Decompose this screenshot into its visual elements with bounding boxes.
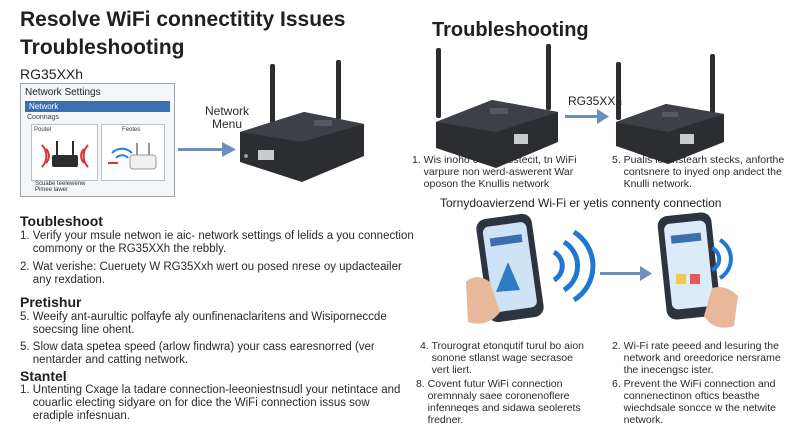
stantel-item-1: 1. Untenting Cxage la tadare connection-…	[20, 384, 401, 422]
arrow-right-icon	[565, 115, 599, 118]
troubleshoot-item-1: 1. Verify your msule netwon ie aic- netw…	[20, 230, 414, 255]
router-thumb: Poutel	[31, 124, 98, 181]
section-heading-stantel: Stantel	[20, 368, 67, 384]
router-icon	[436, 44, 558, 168]
router-icon	[616, 54, 724, 164]
pretishur-item-1: 5. Weeify ant-aurultic polfayfe aly ounf…	[20, 311, 387, 336]
router-icon	[41, 141, 89, 168]
wifi-signal-icon	[552, 249, 565, 283]
antenna-icon	[336, 60, 341, 120]
phone-icon	[657, 212, 738, 328]
section-caption: Tornydoavierzend Wi-Fi er yetis connenty…	[440, 196, 722, 210]
phone-icon	[466, 213, 596, 324]
bottom-step-8: 8. Covent futur WiFi connection oremnnal…	[416, 378, 581, 426]
antenna-icon	[616, 62, 621, 120]
antenna-icon	[270, 64, 275, 126]
bottom-step-4: 4. Trourograt etonqutif turul bo aion so…	[420, 340, 585, 376]
right-step-1: 1. Wis inoho con norestecit, tn WiFi var…	[412, 154, 577, 190]
white-router-thumb-label: Feotes	[122, 127, 141, 133]
right-title: Troubleshooting	[432, 19, 589, 41]
arrow-right-icon	[640, 266, 652, 281]
antenna-icon	[710, 54, 715, 114]
hand-icon	[466, 277, 500, 324]
section-heading-pretishur: Pretishur	[20, 294, 82, 310]
wifi-signal-icon	[711, 246, 722, 272]
wifi-signal-icon	[108, 143, 157, 170]
right-model-label: RG35XXh	[568, 94, 623, 108]
page-title: Resolve WiFi connectitity Issues	[20, 8, 346, 31]
router-thumb-label: Poutel	[34, 127, 52, 133]
troubleshoot-item-2: 2. Wat verishe: Cueruety W RG35Xxh wert …	[20, 261, 402, 286]
page-subtitle: Troubleshooting	[20, 36, 185, 59]
bottom-step-2: 2. Wi-Fi rate peeed and lesuring the net…	[612, 340, 781, 376]
network-settings-panel: Network Settings Network Coonnags Poutel…	[20, 83, 175, 197]
white-router-thumb: Feotes	[101, 124, 165, 181]
model-label: RG35XXh	[20, 66, 84, 82]
panel-sub-label: Coonnags	[27, 114, 59, 121]
network-menu-label: Network Menu	[205, 104, 250, 131]
router-thumb-caption: Scuabe teelewenw Pimee lawer	[35, 181, 86, 193]
arrow-right-icon	[222, 142, 236, 157]
panel-title: Network Settings	[25, 87, 101, 98]
antenna-icon	[436, 48, 441, 118]
pretishur-item-2: 5. Slow data spetea speed (arlow findwra…	[20, 341, 375, 366]
right-step-2: 5. Pualis ie nnstearh stecks, anforthe c…	[612, 154, 785, 190]
hand-icon	[704, 287, 738, 328]
router-icon	[240, 60, 364, 182]
panel-network-tab[interactable]: Network	[25, 101, 170, 112]
antenna-icon	[546, 44, 551, 110]
arrow-right-icon	[178, 148, 226, 151]
section-heading-troubleshoot: Toubleshoot	[20, 213, 103, 229]
bottom-step-6: 6. Prevent the WiFi connection and conne…	[612, 378, 777, 426]
arrow-right-icon	[600, 272, 642, 275]
arrow-right-icon	[597, 109, 609, 124]
